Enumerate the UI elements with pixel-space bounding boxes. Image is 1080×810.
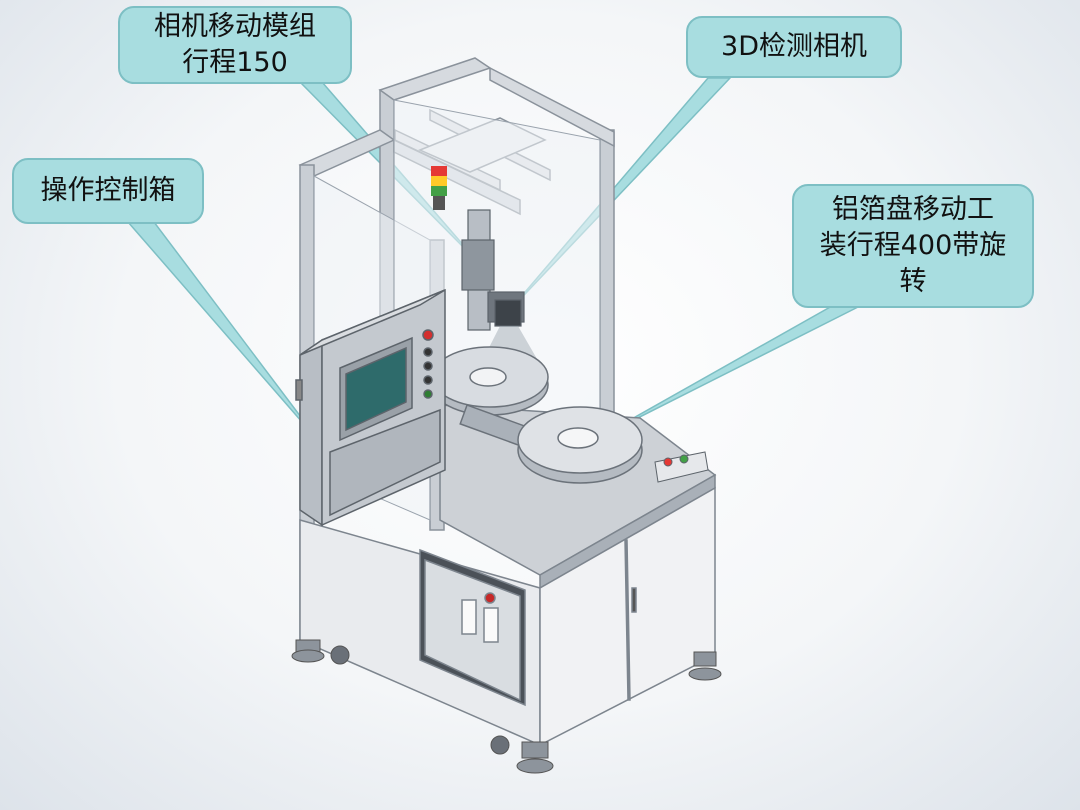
caster-front: [521, 741, 549, 759]
foot-right: [688, 667, 722, 681]
control-button-1: [423, 347, 433, 357]
back-disc-hub: [469, 367, 507, 387]
red-button: [663, 457, 673, 467]
foil-discs: [431, 346, 643, 484]
camera-carriage: [461, 239, 495, 291]
camera-body: [494, 299, 522, 327]
callout-camera-module-line-1: 相机移动模组: [154, 11, 316, 42]
lower-cabinet: [299, 486, 716, 747]
hmi-screen: [345, 346, 407, 432]
cabinet-door-line: [624, 539, 631, 701]
callout-camera-module: 相机移动模组 行程150: [118, 6, 352, 84]
callout-foil-fixture-line-1: 铝箔盘移动工: [832, 194, 994, 225]
green-button: [679, 454, 689, 464]
control-box-hinge: [295, 379, 303, 401]
control-box: [295, 288, 446, 527]
tower-base: [433, 196, 445, 210]
wheel-left: [330, 645, 350, 665]
callout-camera-module-line-2: 行程150: [182, 47, 288, 78]
callout-foil-fixture-line-2: 装行程400带旋: [819, 230, 1007, 261]
top-beam-right: [489, 66, 615, 148]
wheel-front: [490, 735, 510, 755]
control-button-3: [423, 375, 433, 385]
tower-red: [431, 166, 447, 176]
control-button-red: [422, 329, 434, 341]
callout-control-box-line-1: 操作控制箱: [40, 175, 176, 206]
filter-1: [461, 599, 477, 635]
control-button-green: [423, 389, 433, 399]
callout-3d-camera-line-1: 3D检测相机: [721, 31, 867, 62]
front-disc-hub: [557, 427, 599, 449]
valve-red: [484, 592, 496, 604]
callout-3d-camera: 3D检测相机: [686, 16, 902, 78]
filter-2: [483, 607, 499, 643]
control-box-top: [299, 289, 446, 356]
control-box-side: [299, 338, 323, 527]
door-handle: [631, 587, 637, 613]
tower-green: [431, 186, 447, 196]
foot-left-back: [291, 649, 325, 663]
caster-right: [693, 651, 717, 667]
casters: [291, 639, 722, 774]
signal-tower: [431, 166, 447, 210]
callout-foil-fixture: 铝箔盘移动工 装行程400带旋 转: [792, 184, 1034, 308]
button-box: [654, 451, 709, 483]
control-box-lower-panel: [329, 408, 441, 517]
control-button-2: [423, 361, 433, 371]
tower-yellow: [431, 176, 447, 186]
pointer-control-box: [126, 221, 323, 446]
top-beam-back: [378, 57, 492, 101]
callout-control-box: 操作控制箱: [12, 158, 204, 224]
callout-foil-fixture-line-3: 转: [899, 266, 927, 297]
foot-front: [516, 758, 554, 774]
